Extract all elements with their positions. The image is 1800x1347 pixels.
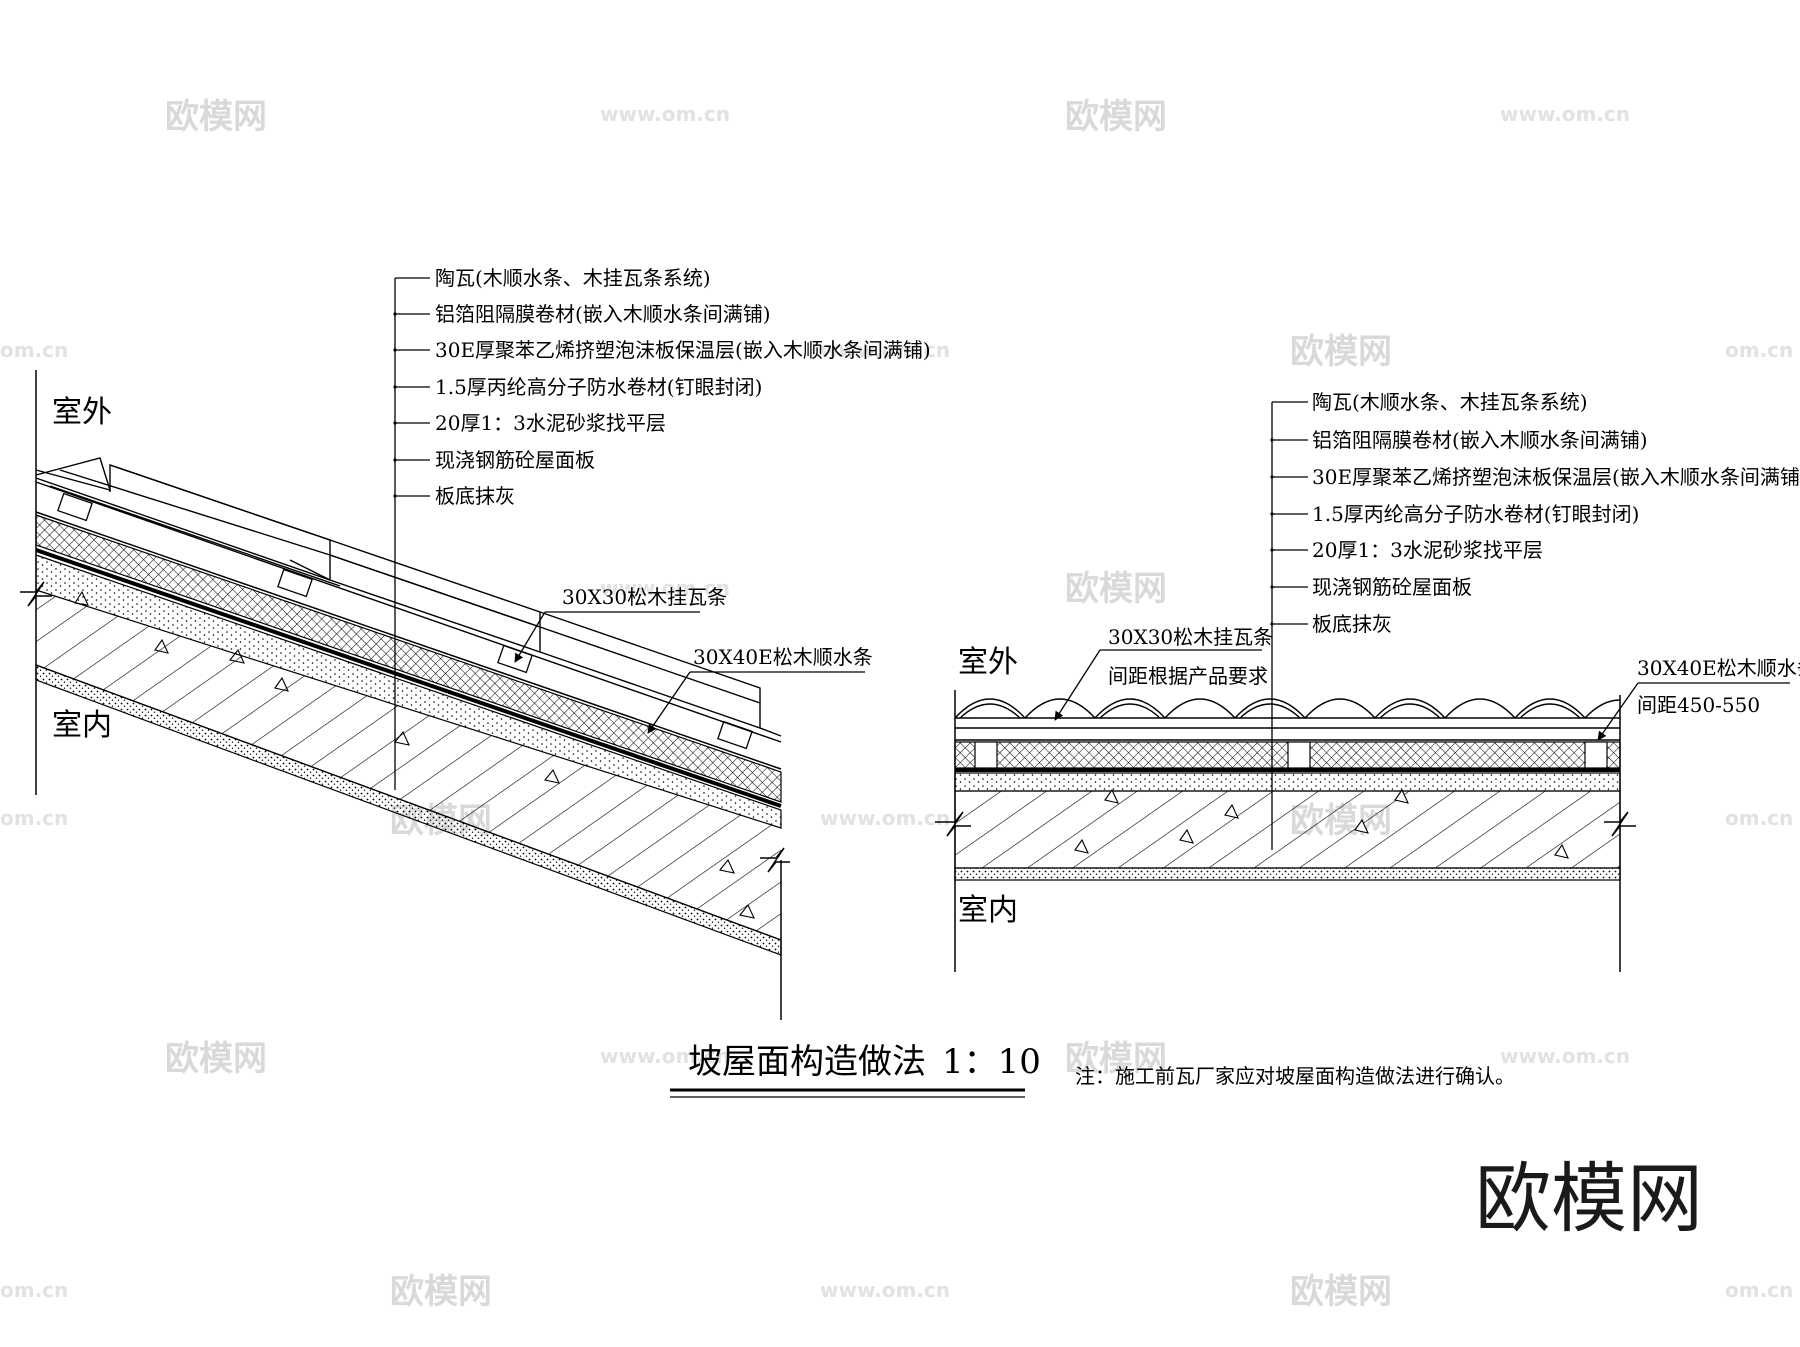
right-roof-section: 陶瓦(木顺水条、木挂瓦条系统) 铝箔阻隔膜卷材(嵌入木顺水条间满铺) 30E厚聚… <box>935 390 1800 972</box>
drawing-scale: 1：10 <box>942 1042 1041 1082</box>
screed-layer <box>35 554 782 829</box>
concrete-slab <box>954 790 1621 869</box>
layer-label-tile: 陶瓦(木顺水条、木挂瓦条系统) <box>1312 390 1588 414</box>
watermark-url: www.om.cn <box>600 102 730 126</box>
ceiling-plaster <box>954 867 1621 881</box>
layer-label-waterproof: 1.5厚丙纶高分子防水卷材(钉眼封闭) <box>1312 502 1639 526</box>
construction-note: 注：施工前瓦厂家应对坡屋面构造做法进行确认。 <box>1075 1064 1515 1088</box>
layer-label-screed: 20厚1：3水泥砂浆找平层 <box>1312 538 1543 562</box>
watermark-logo: 欧模网 <box>390 1272 492 1312</box>
watermark-layer: 欧模网 www.om.cn 欧模网 www.om.cn om.cn www.om… <box>0 97 1793 1312</box>
layer-label-insulation: 30E厚聚苯乙烯挤塑泡沫板保温层(嵌入木顺水条间满铺) <box>435 338 931 362</box>
ceramic-tiles <box>954 698 1621 719</box>
counter-batten-spacing-note: 间距450-550 <box>1637 693 1760 717</box>
outside-label: 室外 <box>958 645 1018 680</box>
watermark-url: om.cn <box>0 1278 68 1302</box>
inside-label: 室内 <box>52 708 112 743</box>
watermark-url: www.om.cn <box>1500 102 1630 126</box>
layer-label-screed: 20厚1：3水泥砂浆找平层 <box>435 411 666 435</box>
watermark-logo: 欧模网 <box>165 1039 267 1079</box>
watermark-url: www.om.cn <box>820 338 950 362</box>
drawing-title-block: 坡屋面构造做法 1：10 注：施工前瓦厂家应对坡屋面构造做法进行确认。 <box>670 1042 1515 1098</box>
watermark-url: om.cn <box>1725 806 1793 830</box>
watermark-logo: 欧模网 <box>1290 332 1392 372</box>
drawing-title: 坡屋面构造做法 <box>688 1042 926 1082</box>
watermark-url: www.om.cn <box>1500 1044 1630 1068</box>
layer-label-waterproof: 1.5厚丙纶高分子防水卷材(钉眼封闭) <box>435 375 762 399</box>
watermark-logo: 欧模网 <box>165 97 267 137</box>
batten-spacing-note: 间距根据产品要求 <box>1108 664 1268 688</box>
ceramic-tiles <box>35 457 782 743</box>
watermark-logo: 欧模网 <box>1290 1272 1392 1312</box>
watermark-url: www.om.cn <box>600 576 730 600</box>
aggregate-marks <box>1074 788 1569 859</box>
brand-logo: 欧模网 <box>1475 1154 1703 1243</box>
layer-label-foil: 铝箔阻隔膜卷材(嵌入木顺水条间满铺) <box>1312 428 1648 452</box>
batten-label: 30X30松木挂瓦条 <box>1108 625 1273 649</box>
watermark-logo: 欧模网 <box>1065 1039 1167 1079</box>
callout-dots <box>393 312 397 498</box>
callout-ticks <box>395 277 430 497</box>
counter-battens <box>974 741 1608 769</box>
watermark-url: om.cn <box>0 338 68 362</box>
layer-label-plaster: 板底抹灰 <box>1312 612 1392 636</box>
inside-label: 室内 <box>958 893 1018 928</box>
watermark-url: om.cn <box>0 806 68 830</box>
callout-dots <box>1270 438 1274 626</box>
watermark-url: om.cn <box>1725 338 1793 362</box>
counter-batten-label: 30X40E松木顺水条 <box>1637 656 1800 680</box>
layer-label-tile: 陶瓦(木顺水条、木挂瓦条系统) <box>435 266 711 290</box>
screed-layer <box>954 772 1621 792</box>
watermark-logo: 欧模网 <box>1065 569 1167 609</box>
layer-label-slab: 现浇钢筋砼屋面板 <box>435 448 595 472</box>
watermark-url: om.cn <box>1725 1278 1793 1302</box>
watermark-url: www.om.cn <box>600 1044 730 1068</box>
counter-batten-label: 30X40E松木顺水条 <box>693 645 873 669</box>
insulation-layer <box>35 514 782 803</box>
left-roof-section: 陶瓦(木顺水条、木挂瓦条系统) 铝箔阻隔膜卷材(嵌入木顺水条间满铺) 30E厚聚… <box>20 266 931 1020</box>
callout-ticks <box>1272 401 1308 625</box>
layer-label-plaster: 板底抹灰 <box>435 484 515 508</box>
layer-label-foil: 铝箔阻隔膜卷材(嵌入木顺水条间满铺) <box>435 302 771 326</box>
layer-label-slab: 现浇钢筋砼屋面板 <box>1312 575 1472 599</box>
watermark-logo: 欧模网 <box>1065 97 1167 137</box>
aggregate-marks <box>74 590 755 919</box>
layer-label-insulation: 30E厚聚苯乙烯挤塑泡沫板保温层(嵌入木顺水条间满铺) <box>1312 465 1800 489</box>
outside-label: 室外 <box>52 395 112 430</box>
watermark-url: www.om.cn <box>820 1278 950 1302</box>
concrete-slab <box>36 590 781 940</box>
waterproof-membrane <box>35 548 782 808</box>
batten-label: 30X30松木挂瓦条 <box>562 585 727 609</box>
watermark-url: www.om.cn <box>820 806 950 830</box>
